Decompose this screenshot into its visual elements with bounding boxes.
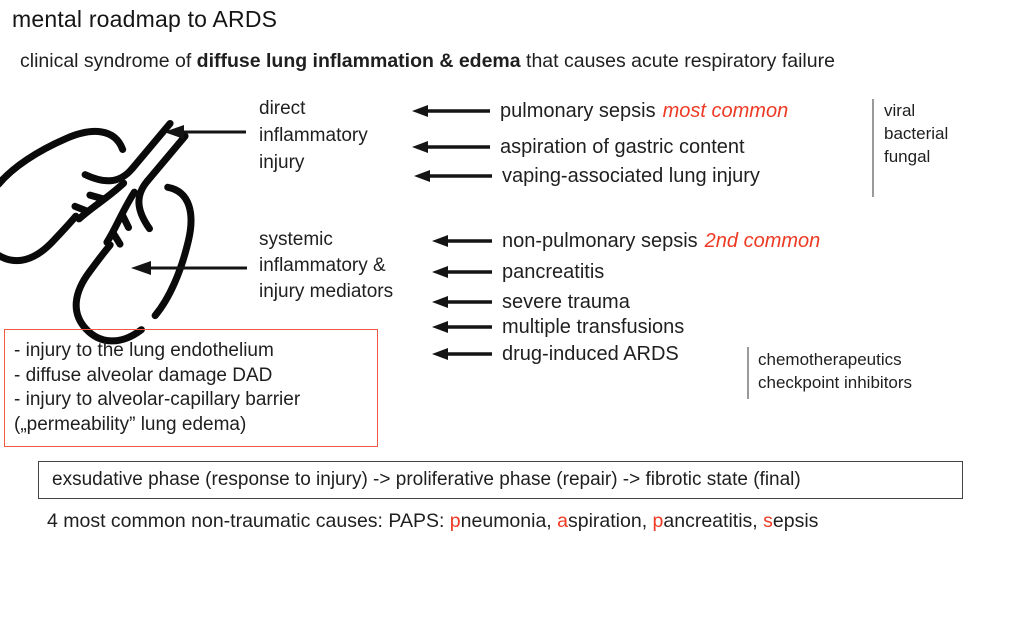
- cause-row: pancreatitis: [432, 259, 604, 285]
- subtitle: clinical syndrome of diffuse lung inflam…: [20, 50, 835, 73]
- cause-text: pulmonary sepsis: [500, 99, 656, 122]
- subtitle-prefix: clinical syndrome of: [20, 50, 197, 72]
- note-line: chemotherapeutics: [758, 350, 902, 369]
- cause-text: severe trauma: [502, 290, 630, 313]
- systemic-injury-label: systemic inflammatory & injury mediators: [259, 227, 393, 305]
- page-title: mental roadmap to ARDS: [12, 6, 278, 32]
- divider-line: [747, 347, 749, 399]
- drug-examples-note: chemotherapeutics checkpoint inhibitors: [758, 348, 912, 394]
- left-arrow-icon: [432, 321, 492, 333]
- cause-emphasis: 2nd common: [704, 229, 821, 252]
- mnemonic-initial: p: [652, 510, 664, 532]
- subtitle-bold: diffuse lung inflammation & edema: [196, 50, 521, 72]
- mnemonic-initial: s: [763, 510, 773, 532]
- cause-text: aspiration of gastric content: [500, 135, 745, 158]
- cause-text: multiple transfusions: [502, 315, 685, 338]
- subtitle-suffix: that causes acute respiratory failure: [520, 50, 835, 72]
- label-line: injury mediators: [259, 281, 394, 302]
- cause-row: pulmonary sepsis most common: [412, 98, 788, 124]
- divider-line: [872, 99, 874, 197]
- cause-row: severe trauma: [432, 289, 630, 315]
- left-arrow-icon: [432, 266, 492, 278]
- left-arrow-icon: [432, 296, 492, 308]
- mnemonic-rest: spiration,: [568, 510, 653, 532]
- mnemonic-initial: a: [557, 510, 568, 532]
- cause-row: multiple transfusions: [432, 314, 684, 340]
- lungs-icon: [0, 119, 195, 345]
- left-arrow-icon: [432, 235, 492, 247]
- pathology-line: - injury to the lung endothelium: [14, 340, 274, 361]
- phases-text: exsudative phase (response to injury) ->…: [52, 469, 801, 490]
- label-line: direct: [259, 98, 306, 119]
- cause-text: vaping-associated lung injury: [502, 164, 760, 187]
- note-line: checkpoint inhibitors: [758, 373, 913, 392]
- mnemonic-line: 4 most common non-traumatic causes: PAPS…: [47, 510, 818, 533]
- pathogen-types-note: viral bacterial fungal: [884, 99, 948, 168]
- left-arrow-icon: [412, 141, 490, 153]
- cause-emphasis: most common: [662, 99, 789, 122]
- cause-text: non-pulmonary sepsis: [502, 229, 698, 252]
- label-line: inflammatory &: [259, 255, 386, 276]
- mnemonic-rest: ancreatitis,: [663, 510, 764, 532]
- label-line: injury: [259, 152, 305, 173]
- cause-row: aspiration of gastric content: [412, 134, 745, 160]
- pathology-line: - injury to alveolar-capillary barrier: [14, 389, 301, 410]
- phases-box: exsudative phase (response to injury) ->…: [38, 461, 963, 499]
- note-line: bacterial: [884, 124, 949, 143]
- mnemonic-rest: neumonia,: [460, 510, 558, 532]
- mnemonic-prefix: 4 most common non-traumatic causes: PAPS…: [47, 510, 450, 532]
- mnemonic-rest: epsis: [772, 510, 819, 532]
- pathology-box: - injury to the lung endothelium - diffu…: [4, 329, 378, 447]
- cause-text: pancreatitis: [502, 260, 605, 283]
- cause-row: drug-induced ARDS: [432, 341, 679, 367]
- cause-row: non-pulmonary sepsis 2nd common: [432, 228, 820, 254]
- direct-injury-label: direct inflammatory injury: [259, 95, 368, 176]
- cause-text: drug-induced ARDS: [502, 342, 679, 365]
- pathology-line: („permeability” lung edema): [14, 413, 247, 435]
- pathology-line: - diffuse alveolar damage DAD: [14, 364, 273, 386]
- label-line: systemic: [259, 229, 333, 250]
- note-line: viral: [884, 101, 916, 120]
- note-line: fungal: [884, 147, 931, 166]
- left-arrow-icon: [432, 348, 492, 360]
- label-line: inflammatory: [259, 125, 368, 146]
- mnemonic-initial: p: [449, 510, 461, 532]
- cause-row: vaping-associated lung injury: [414, 163, 760, 189]
- left-arrow-icon: [412, 105, 490, 117]
- left-arrow-icon: [414, 170, 492, 182]
